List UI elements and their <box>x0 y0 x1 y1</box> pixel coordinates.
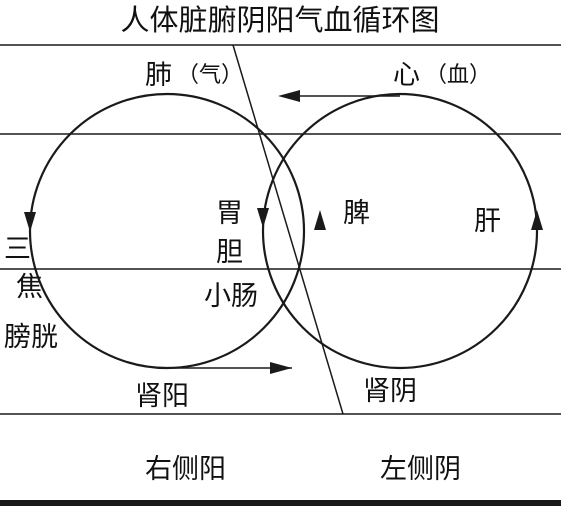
label-left-yin: 左侧阴 <box>380 454 461 485</box>
label-spleen: 脾 <box>343 198 370 229</box>
right-circle-yin <box>261 92 539 370</box>
label-heart: 心 <box>393 60 420 91</box>
label-stomach: 胃 <box>216 198 243 229</box>
label-gallbladder: 胆 <box>216 237 243 268</box>
label-right-yang: 右侧阳 <box>145 454 226 485</box>
inner-up-arrow-icon <box>314 210 326 230</box>
inner-down-arrow-icon <box>257 208 269 228</box>
label-heart-note: （血） <box>425 63 491 88</box>
left-down-arrow-icon <box>24 212 36 232</box>
label-lung-note: （气） <box>177 63 243 88</box>
label-kidney-yang: 肾阳 <box>135 381 189 412</box>
top-arrow-icon <box>278 90 300 102</box>
label-san: 三 <box>4 234 31 265</box>
diagram-title: 人体脏腑阴阳气血循环图 <box>120 3 439 37</box>
label-jiao: 焦 <box>16 272 43 303</box>
label-lung: 肺 <box>145 60 172 91</box>
diagonal-divider <box>232 44 344 415</box>
bottom-arrow-icon <box>270 362 292 374</box>
right-up-arrow-icon <box>531 210 543 230</box>
label-kidney-yin: 肾阴 <box>363 376 417 407</box>
label-bladder: 膀胱 <box>4 322 58 353</box>
label-small-intestine: 小肠 <box>204 281 258 312</box>
label-liver: 肝 <box>474 206 501 237</box>
